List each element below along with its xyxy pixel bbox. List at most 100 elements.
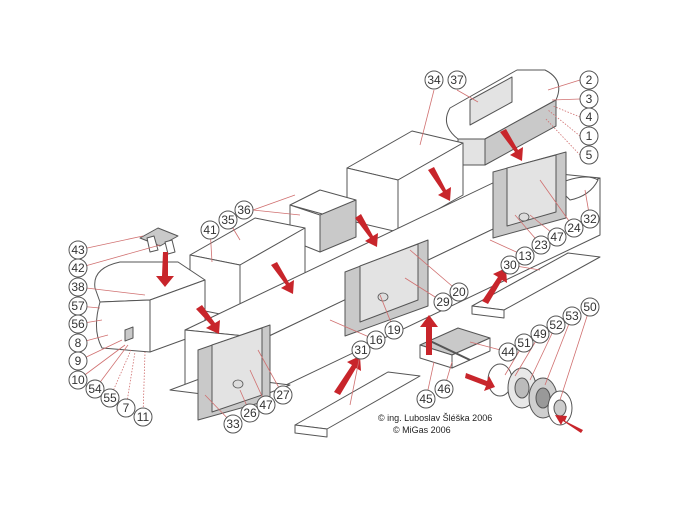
svg-text:4: 4 [586,110,593,124]
callout-35: 35 [218,210,238,230]
roof-section-rear [445,69,560,166]
callout-52: 52 [546,315,566,335]
svg-text:45: 45 [419,392,433,406]
side-skirt-front [294,371,421,438]
svg-text:11: 11 [137,410,150,424]
callout-33: 33 [223,414,243,434]
svg-text:55: 55 [103,391,117,405]
callout-41: 41 [200,220,220,240]
callout-32: 32 [580,209,600,229]
callout-2: 2 [579,70,599,90]
callout-9: 9 [68,351,88,371]
callout-29: 29 [433,292,453,312]
svg-text:54: 54 [88,382,102,396]
svg-text:1: 1 [586,129,593,143]
callout-56: 56 [68,314,88,334]
callout-49: 49 [530,324,550,344]
svg-text:30: 30 [503,258,517,272]
callout-20: 20 [449,282,469,302]
callout-50: 50 [580,297,600,317]
callout-38: 38 [68,277,88,297]
callout-30: 30 [500,255,520,275]
arrow-middle-roof [428,167,451,201]
wheel-assembly [487,363,573,426]
svg-text:47: 47 [550,230,564,244]
callout-27: 27 [273,385,293,405]
callout-53: 53 [562,306,582,326]
callout-46: 46 [434,379,454,399]
svg-text:8: 8 [75,336,82,350]
svg-text:24: 24 [567,221,581,235]
callout-19: 19 [384,320,404,340]
svg-text:27: 27 [276,388,290,402]
svg-text:44: 44 [501,345,515,359]
svg-text:16: 16 [369,333,383,347]
svg-text:7: 7 [123,401,130,415]
callout-37: 37 [447,70,467,90]
callout-57: 57 [68,296,88,316]
svg-text:3: 3 [586,92,593,106]
svg-text:13: 13 [518,249,532,263]
svg-text:52: 52 [549,318,563,332]
callout-16: 16 [366,330,386,350]
callout-8: 8 [68,333,88,353]
svg-text:56: 56 [71,317,85,331]
svg-text:43: 43 [71,243,85,257]
side-skirt-rear [471,252,601,319]
bogie-box-rear [492,151,567,239]
arrow-skirt-front [334,356,361,395]
callout-34: 34 [424,70,444,90]
callout-26: 26 [240,403,260,423]
svg-text:35: 35 [221,213,235,227]
credit-publisher: © MiGas 2006 [393,425,451,435]
svg-text:50: 50 [583,300,597,314]
svg-text:34: 34 [427,73,441,87]
callout-42: 42 [68,258,88,278]
callout-45: 45 [416,389,436,409]
callout-1: 1 [579,126,599,146]
callout-51: 51 [514,333,534,353]
svg-text:36: 36 [237,203,251,217]
callout-5: 5 [579,145,599,165]
callout-4: 4 [579,107,599,127]
callout-24: 24 [564,218,584,238]
svg-text:29: 29 [436,295,450,309]
arrow-pantograph [156,252,174,287]
callout-47-front: 47 [256,395,276,415]
bogie-box-middle [344,239,429,337]
callout-44: 44 [498,342,518,362]
svg-text:31: 31 [354,343,368,357]
svg-text:26: 26 [243,406,257,420]
svg-text:41: 41 [203,223,217,237]
svg-text:51: 51 [517,336,531,350]
svg-text:33: 33 [226,417,240,431]
svg-text:38: 38 [71,280,85,294]
arrow-front-box [196,305,220,334]
svg-text:46: 46 [437,382,451,396]
svg-text:53: 53 [565,309,579,323]
callout-3: 3 [579,89,599,109]
svg-text:10: 10 [71,373,85,387]
arrow-skirt-rear [482,268,507,304]
arrow-wheel-left [465,373,495,391]
callout-10: 10 [68,370,88,390]
svg-text:47: 47 [259,398,273,412]
bogie-box-front [197,324,271,421]
callout-54: 54 [85,379,105,399]
arrow-front-roof [271,262,294,294]
svg-text:37: 37 [450,73,464,87]
callout-43: 43 [68,240,88,260]
svg-text:20: 20 [452,285,466,299]
svg-text:57: 57 [71,299,85,313]
callout-11: 11 [133,407,153,427]
callout-47-rear: 47 [547,227,567,247]
callout-36: 36 [234,200,254,220]
svg-text:5: 5 [586,148,593,162]
assembly-arrows [156,129,583,433]
svg-text:49: 49 [533,327,547,341]
arrow-connector [355,214,378,247]
arrow-bogie-frame [420,315,438,355]
pantograph-part [139,227,179,255]
credit-author: © ing. Luboslav Šléška 2006 [378,413,492,423]
